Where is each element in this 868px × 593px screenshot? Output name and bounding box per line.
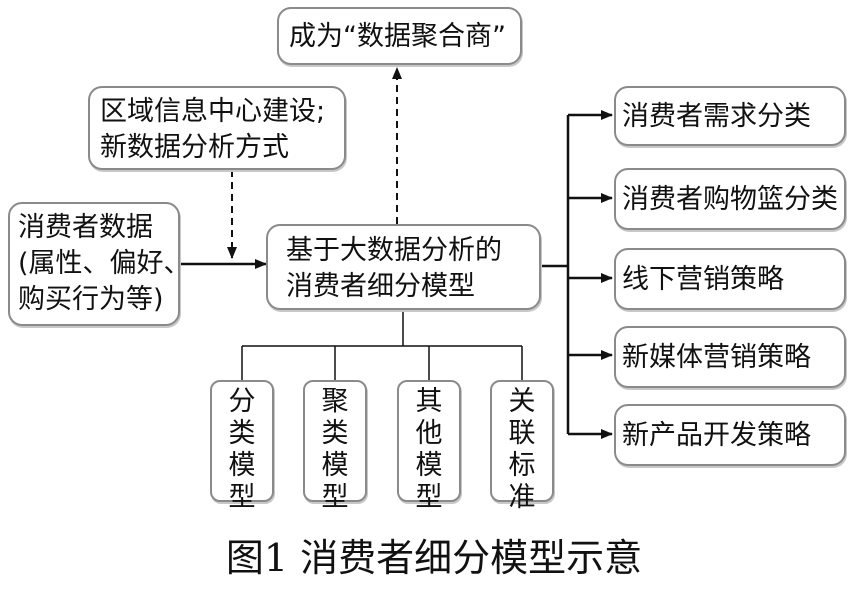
method-char: 模 (415, 450, 443, 481)
method-char: 类 (228, 418, 256, 449)
data-aggregator-box: 成为“数据聚合商” (277, 7, 522, 65)
method-char: 类 (321, 418, 349, 449)
method-char: 其 (415, 386, 443, 417)
method-char: 标 (508, 450, 536, 481)
method-box-other: 其 他 模 型 (397, 380, 461, 513)
method-char: 分 (228, 386, 256, 417)
method-char: 联 (508, 418, 536, 449)
method-char: 准 (508, 482, 536, 513)
output-box-offline: 线下营销策略 (614, 248, 846, 310)
segmentation-model-box: 基于大数据分析的 消费者细分模型 (266, 224, 541, 310)
output-label: 线下营销策略 (622, 264, 784, 295)
method-box-classification: 分 类 模 型 (210, 380, 274, 513)
method-char: 他 (415, 418, 443, 449)
method-char: 模 (228, 450, 256, 481)
method-box-clustering: 聚 类 模 型 (303, 380, 367, 513)
regional-center-line-2: 新数据分析方式 (100, 132, 289, 163)
method-char: 型 (228, 482, 256, 513)
output-box-new-media: 新媒体营销策略 (614, 326, 846, 388)
output-label: 消费者购物篮分类 (622, 184, 838, 215)
regional-center-box: 区域信息中心建设; 新数据分析方式 (88, 86, 346, 170)
data-aggregator-label: 成为“数据聚合商” (289, 21, 506, 52)
output-box-basket: 消费者购物篮分类 (614, 168, 846, 230)
method-char: 聚 (321, 386, 349, 417)
output-label: 新媒体营销策略 (622, 342, 811, 373)
output-label: 新产品开发策略 (622, 420, 811, 451)
consumer-data-line-3: 购买行为等) (18, 284, 164, 315)
regional-center-line-1: 区域信息中心建设; (100, 96, 326, 127)
figure-caption: 图1 消费者细分模型示意 (225, 536, 643, 580)
method-char: 型 (415, 482, 443, 513)
output-box-demand: 消费者需求分类 (614, 86, 846, 146)
method-char: 模 (321, 450, 349, 481)
segmentation-model-line-2: 消费者细分模型 (286, 271, 475, 302)
consumer-data-line-1: 消费者数据 (18, 212, 153, 243)
consumer-data-line-2: (属性、偏好、 (18, 248, 191, 279)
method-char: 关 (508, 386, 536, 417)
segmentation-model-line-1: 基于大数据分析的 (286, 235, 502, 266)
consumer-data-box: 消费者数据 (属性、偏好、 购买行为等) (8, 202, 191, 326)
method-box-association: 关 联 标 准 (490, 380, 554, 513)
output-box-product: 新产品开发策略 (614, 404, 846, 466)
method-char: 型 (321, 482, 349, 513)
output-label: 消费者需求分类 (622, 101, 811, 132)
